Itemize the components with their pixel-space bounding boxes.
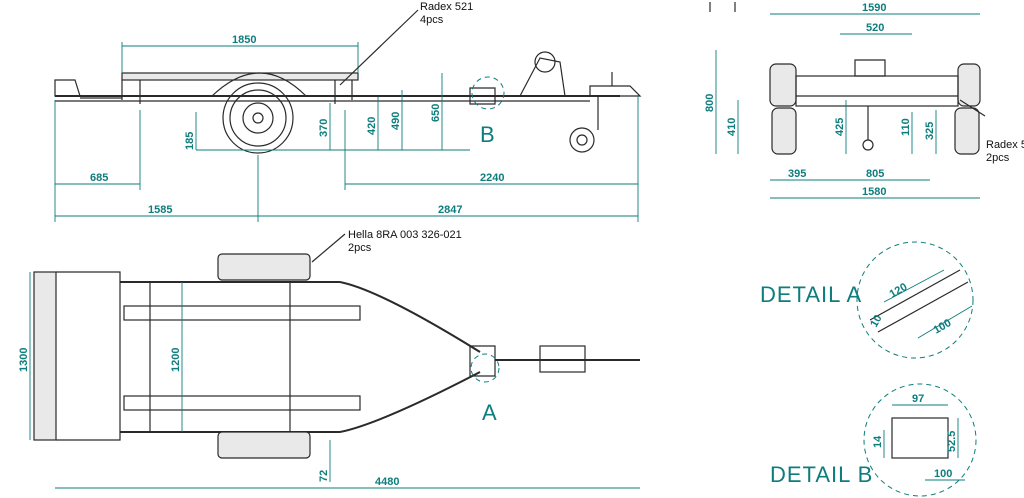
side-view: B 1850 185 370 420 490 650 685 2240 1585…	[54, 1, 642, 222]
radex58-label: Radex 58	[986, 139, 1024, 151]
dim-4480: 4480	[375, 476, 399, 488]
radex58-qty: 2pcs	[986, 152, 1010, 164]
dim-800: 800	[704, 94, 716, 112]
detail-a-title: DETAIL A	[760, 282, 862, 307]
detail-b-marker-circle	[471, 76, 505, 110]
dim-410: 410	[726, 118, 738, 136]
dim-72: 72	[318, 470, 330, 482]
dim-370: 370	[318, 119, 330, 137]
dim-b-14: 14	[872, 435, 884, 448]
cross-member-1	[123, 305, 361, 321]
detail-a: DETAIL A 120 10 100	[760, 241, 974, 359]
radex521-qty: 4pcs	[420, 14, 444, 26]
marker-b: B	[480, 122, 495, 147]
dim-1585: 1585	[148, 204, 172, 216]
radex521-label: Radex 521	[420, 1, 473, 13]
dim-395: 395	[788, 168, 806, 180]
detail-b: DETAIL B 97 14 52.5 100	[770, 383, 977, 497]
dim-a-10: 10	[868, 313, 885, 330]
dim-2240: 2240	[480, 172, 504, 184]
top-coupling-head	[539, 345, 586, 373]
dim-490: 490	[390, 112, 402, 130]
front-frame	[795, 75, 959, 107]
wheel	[222, 82, 294, 154]
dim-520: 520	[866, 22, 884, 34]
winch	[534, 51, 556, 73]
dim-b-97: 97	[912, 393, 924, 405]
dim-2847: 2847	[438, 204, 462, 216]
drawbar-joint	[469, 87, 496, 105]
dim-425: 425	[834, 118, 846, 136]
rear-crossbar	[33, 271, 57, 441]
front-left-tyre	[769, 63, 797, 107]
front-coupling	[854, 59, 886, 77]
dim-1300: 1300	[18, 348, 30, 372]
dim-b-52-5: 52.5	[946, 431, 958, 452]
dim-a-100: 100	[932, 317, 954, 337]
front-right-tyre	[957, 63, 981, 107]
dim-1200: 1200	[170, 348, 182, 372]
hella-label: Hella 8RA 003 326-021	[348, 229, 462, 241]
dim-b-100: 100	[934, 468, 952, 480]
drawbar-lower-arm	[339, 371, 481, 433]
dim-1580: 1580	[862, 186, 886, 198]
marker-a: A	[482, 400, 497, 425]
jockey-wheel	[569, 127, 595, 153]
cross-member-2	[123, 395, 361, 411]
dim-685: 685	[90, 172, 108, 184]
detail-a-marker-circle	[470, 353, 500, 383]
dim-185: 185	[184, 132, 196, 150]
dim-a-120: 120	[888, 281, 910, 301]
coupling-head	[589, 85, 642, 97]
winch-post	[519, 57, 566, 97]
drawbar-upper-arm	[339, 281, 481, 353]
dim-420: 420	[366, 117, 378, 135]
dim-325: 325	[924, 122, 936, 140]
dim-650: 650	[430, 104, 442, 122]
hella-qty: 2pcs	[348, 242, 372, 254]
top-fender-upper	[217, 253, 311, 281]
detail-b-title: DETAIL B	[770, 462, 873, 487]
dim-805: 805	[866, 168, 884, 180]
top-coupling-plate	[469, 345, 496, 377]
front-view: 1590 520 800 410 425 110 325 395 805 158…	[704, 2, 1024, 199]
top-view: A 1300 1200 72 4480 Hella 8RA 003 326-02…	[18, 229, 640, 489]
dim-110: 110	[900, 118, 912, 136]
top-fender-lower	[217, 431, 311, 459]
rear-bumper	[54, 79, 81, 97]
dim-1850: 1850	[232, 34, 256, 46]
fender	[211, 72, 307, 97]
detail-b-profile	[891, 417, 949, 459]
dim-1590: 1590	[862, 2, 886, 14]
